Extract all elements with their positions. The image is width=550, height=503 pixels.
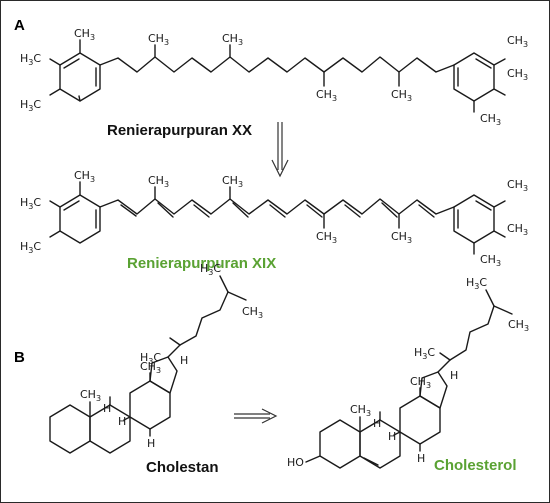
cholesterol-h-8: H xyxy=(388,430,396,443)
cholestan-skeleton xyxy=(49,275,247,454)
reaction-arrow-down xyxy=(271,122,289,178)
caption-cholesterol: Cholesterol xyxy=(434,457,517,474)
cholesterol-ch3-end: CH3 xyxy=(508,318,529,333)
rxx-chain xyxy=(99,56,455,73)
panel-label-a: A xyxy=(14,17,25,34)
caption-cholestan: Cholestan xyxy=(146,459,219,476)
cholestan-h3c-21: H3C xyxy=(140,351,161,366)
rxix-ch3-c3: CH3 xyxy=(316,230,337,245)
cholesterol-ch3-18: CH3 xyxy=(410,375,431,390)
rxx-right-ring xyxy=(453,52,506,113)
rxx-h3c-mid: H3C xyxy=(20,52,41,67)
rxix-ch3-c4: CH3 xyxy=(391,230,412,245)
rxx-ch3-c4: CH3 xyxy=(391,88,412,103)
cholesterol-ho: HO xyxy=(287,456,304,469)
rxix-ch3-c2: CH3 xyxy=(222,174,243,189)
rxix-ch3-top: CH3 xyxy=(74,169,95,184)
rxix-ch3-r2: CH3 xyxy=(507,222,528,237)
cholestan-h-8: H xyxy=(118,415,126,428)
rxix-left-ring xyxy=(49,181,101,244)
rxix-h3c-low: H3C xyxy=(20,240,41,255)
cholesterol-h3c-21: H3C xyxy=(414,346,435,361)
rxix-ch3-c1: CH3 xyxy=(148,174,169,189)
rxx-h3c-low: H3C xyxy=(20,98,41,113)
cholesterol-h3c-top: H3C xyxy=(466,276,487,291)
cholestan-h-9: H xyxy=(103,402,111,415)
cholesterol-h-9: H xyxy=(373,417,381,430)
cholesterol-h-14: H xyxy=(417,452,425,465)
rxix-right-ring xyxy=(453,194,506,255)
rxx-ch3-r2: CH3 xyxy=(507,67,528,82)
cholestan-ch3-end: CH3 xyxy=(242,305,263,320)
cholestan-ch3-19: CH3 xyxy=(80,388,101,403)
rxx-ch3-c3: CH3 xyxy=(316,88,337,103)
panel-label-b: B xyxy=(14,349,25,366)
rxx-left-ring xyxy=(49,39,101,102)
rxx-ch3-c1: CH3 xyxy=(148,32,169,47)
rxx-ch3-top: CH3 xyxy=(74,27,95,42)
cholesterol-skeleton xyxy=(305,289,513,469)
rxix-ch3-r3: CH3 xyxy=(480,253,501,268)
rxix-h3c-mid: H3C xyxy=(20,196,41,211)
rxx-ch3-c2: CH3 xyxy=(222,32,243,47)
caption-renierapurpuran-xx: Renierapurpuran XX xyxy=(107,122,252,139)
reaction-arrow-right xyxy=(234,408,278,424)
rxx-ch3-r3: CH3 xyxy=(480,112,501,127)
cholestan-ch3-18: CH3 xyxy=(140,360,161,375)
cholesterol-h-17: H xyxy=(450,369,458,382)
rxx-ch3-r1: CH3 xyxy=(507,34,528,49)
caption-renierapurpuran-xix: Renierapurpuran XIX xyxy=(127,255,276,272)
cholesterol-ch3-19: CH3 xyxy=(350,403,371,418)
rxix-ch3-r1: CH3 xyxy=(507,178,528,193)
cholestan-h-14: H xyxy=(147,437,155,450)
cholestan-h-17: H xyxy=(180,354,188,367)
cholestan-h3c-top: H3C xyxy=(200,262,221,277)
rxix-chain xyxy=(99,198,455,215)
